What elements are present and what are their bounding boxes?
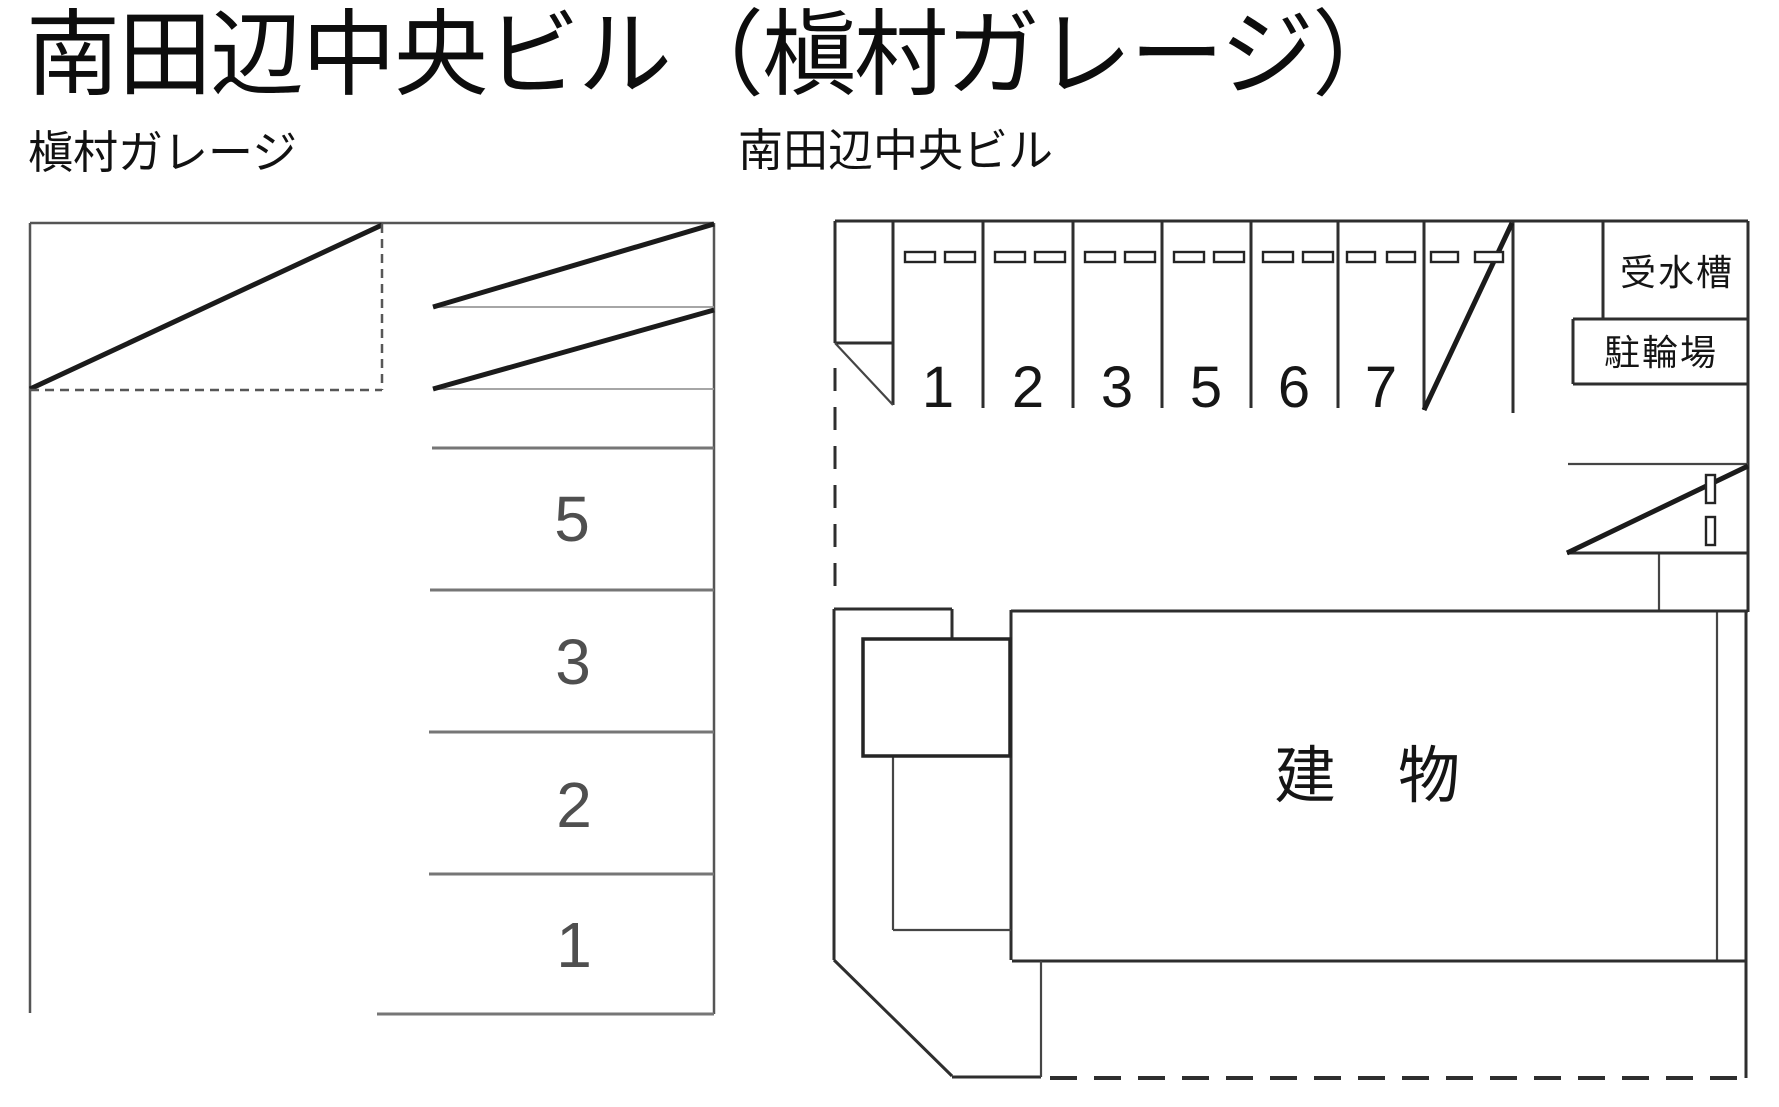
garage-dashed-area [30,224,384,392]
wheel-stopper [903,250,937,264]
wheel-stopper [1083,250,1117,264]
bicycle-parking-box [1571,317,1748,386]
site-boundary-and-building [832,607,1748,1079]
right-structure-lines [1568,462,1748,961]
garage-outline [28,221,716,1014]
bicycle-parking-label: 駐輪場 [1604,333,1718,373]
wheel-stopper [1429,250,1460,264]
water-tank-label: 受水槽 [1620,253,1734,293]
building-stall-number: 2 [1012,355,1044,420]
wheel-stopper [1345,250,1377,264]
building-stall-block [833,219,1748,413]
building-stall-number: 5 [1190,355,1222,420]
pillar-marker [1704,515,1717,547]
wheel-stopper [1473,250,1505,264]
garage-section-label: 槇村ガレージ [28,127,298,178]
wheel-stopper [1261,250,1295,264]
pillar-marker [1704,473,1717,505]
page-title: 南田辺中央ビル（槇村ガレージ） [26,2,1406,107]
wheel-stopper [1033,250,1067,264]
wheel-stopper [1385,250,1417,264]
building-stall-number: 1 [922,355,954,420]
garage-stall-number: 5 [554,483,590,555]
garage-stall-number: 3 [555,626,591,698]
wheel-stopper [1301,250,1335,264]
entrance-pocket-lines [834,342,1043,1077]
garage-stall-number: 2 [556,769,592,841]
garage-diagram: 5 3 2 1 [28,221,716,1016]
building-stall-number: 7 [1365,355,1397,420]
garage-crossout-slashes [28,221,715,392]
building-body-label: 建 物 [1274,743,1460,811]
building-section-label: 南田辺中央ビル [738,125,1054,176]
building-stall-number: 6 [1278,355,1310,420]
wheel-stoppers [903,250,1505,264]
garage-crossed-stall-lines [433,306,714,390]
water-tank-box [1601,221,1750,612]
wheel-stopper [993,250,1027,264]
wheel-stopper [1123,250,1157,264]
wheel-stopper [1212,250,1246,264]
building-stall-number: 3 [1101,355,1133,420]
entrance-block [861,637,1012,758]
wheel-stopper [1172,250,1206,264]
wheel-stopper [943,250,977,264]
garage-stall-dividers [377,446,714,1016]
garage-stall-number: 1 [556,909,592,981]
building-diagram: 1 2 3 5 6 7 受水槽 駐輪場 建 物 [832,219,1750,1080]
